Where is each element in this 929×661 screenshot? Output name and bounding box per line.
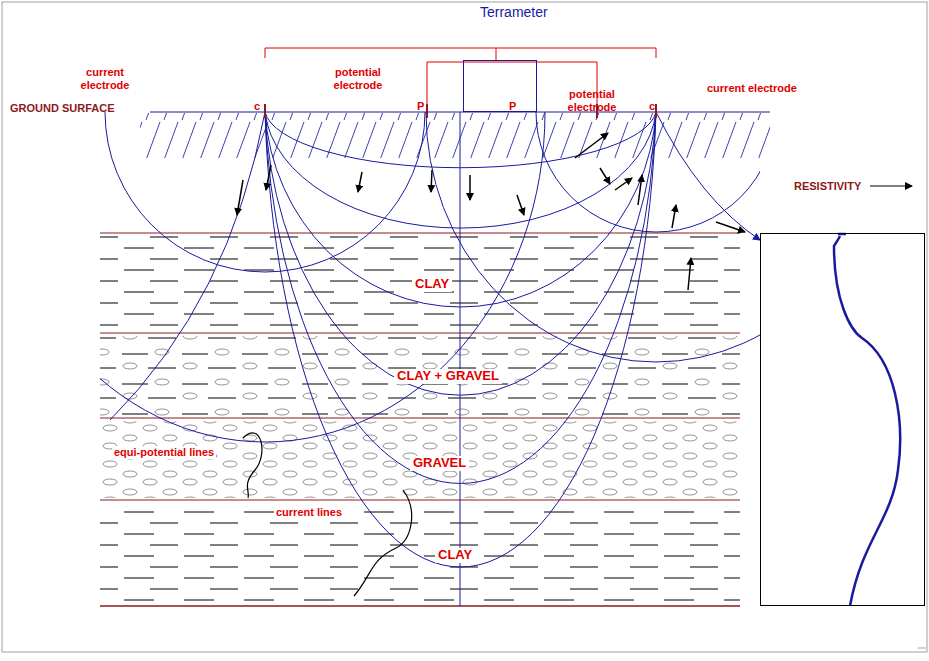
electrode-label: current electrode — [707, 82, 797, 95]
layer-label: CLAY — [412, 277, 452, 292]
callout-label: equi-potential lines — [112, 446, 216, 459]
clay-layer: CLAY — [100, 233, 740, 333]
surface-label: GROUND SURFACE — [10, 102, 115, 115]
instrument-label: Terrameter — [480, 4, 548, 20]
layer-label: CLAY — [435, 548, 475, 563]
electrode-symbol: P — [509, 100, 516, 113]
clay-gravel-layer: CLAY + GRAVEL — [100, 333, 740, 418]
clay-layer: CLAY — [100, 500, 740, 606]
layer-label: GRAVEL — [410, 456, 469, 471]
gravel-layer: GRAVEL — [100, 418, 740, 500]
layer-label: CLAY + GRAVEL — [394, 369, 502, 384]
electrode-label: current electrode — [72, 66, 138, 91]
resistivity-plot: RESISTIVITY — [760, 233, 925, 606]
terrameter-box: Terrameter — [463, 60, 537, 112]
electrode-label: potential electrode — [325, 66, 391, 91]
electrode-symbol: P — [417, 100, 424, 113]
callout-label: current lines — [274, 506, 344, 519]
electrode-label: potential electrode — [559, 88, 625, 113]
electrode-symbol: c — [649, 100, 655, 113]
electrode-symbol: c — [254, 100, 260, 113]
axis-label: RESISTIVITY — [794, 180, 861, 193]
